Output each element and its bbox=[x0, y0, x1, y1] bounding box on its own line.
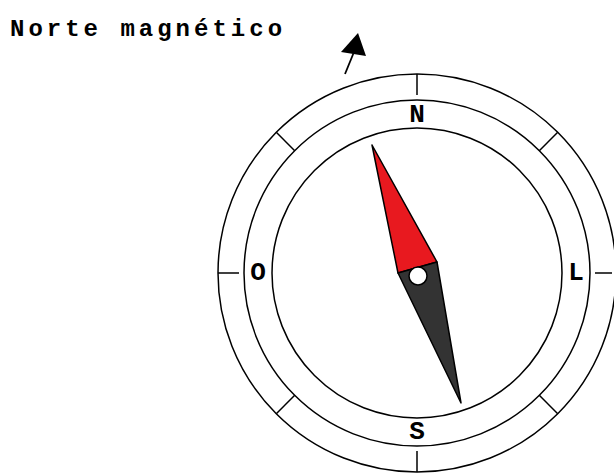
tick bbox=[539, 395, 557, 413]
tick bbox=[416, 451, 418, 472]
needle-north bbox=[372, 145, 437, 273]
tick bbox=[416, 74, 418, 95]
inner-ring bbox=[272, 128, 562, 418]
cardinal-letter: S bbox=[409, 419, 425, 445]
tick bbox=[276, 132, 294, 150]
tick bbox=[276, 395, 294, 413]
needle-pivot bbox=[409, 267, 427, 285]
needle-south bbox=[398, 262, 461, 403]
middle-ring bbox=[244, 100, 590, 446]
tick bbox=[218, 272, 239, 274]
compass-rings bbox=[218, 74, 614, 472]
tick bbox=[539, 132, 557, 150]
cardinal-letter: N bbox=[409, 102, 425, 128]
cardinal-letter: L bbox=[568, 260, 584, 286]
cardinal-letter: O bbox=[250, 260, 266, 286]
north-arrow bbox=[341, 33, 366, 74]
arrow-head bbox=[341, 33, 366, 56]
compass-ticks bbox=[218, 74, 612, 472]
tick bbox=[595, 272, 612, 274]
arrow-shaft bbox=[345, 52, 354, 74]
heading-label: Norte magnético bbox=[10, 18, 286, 42]
outer-ring bbox=[218, 74, 614, 472]
compass-needle bbox=[372, 145, 461, 403]
